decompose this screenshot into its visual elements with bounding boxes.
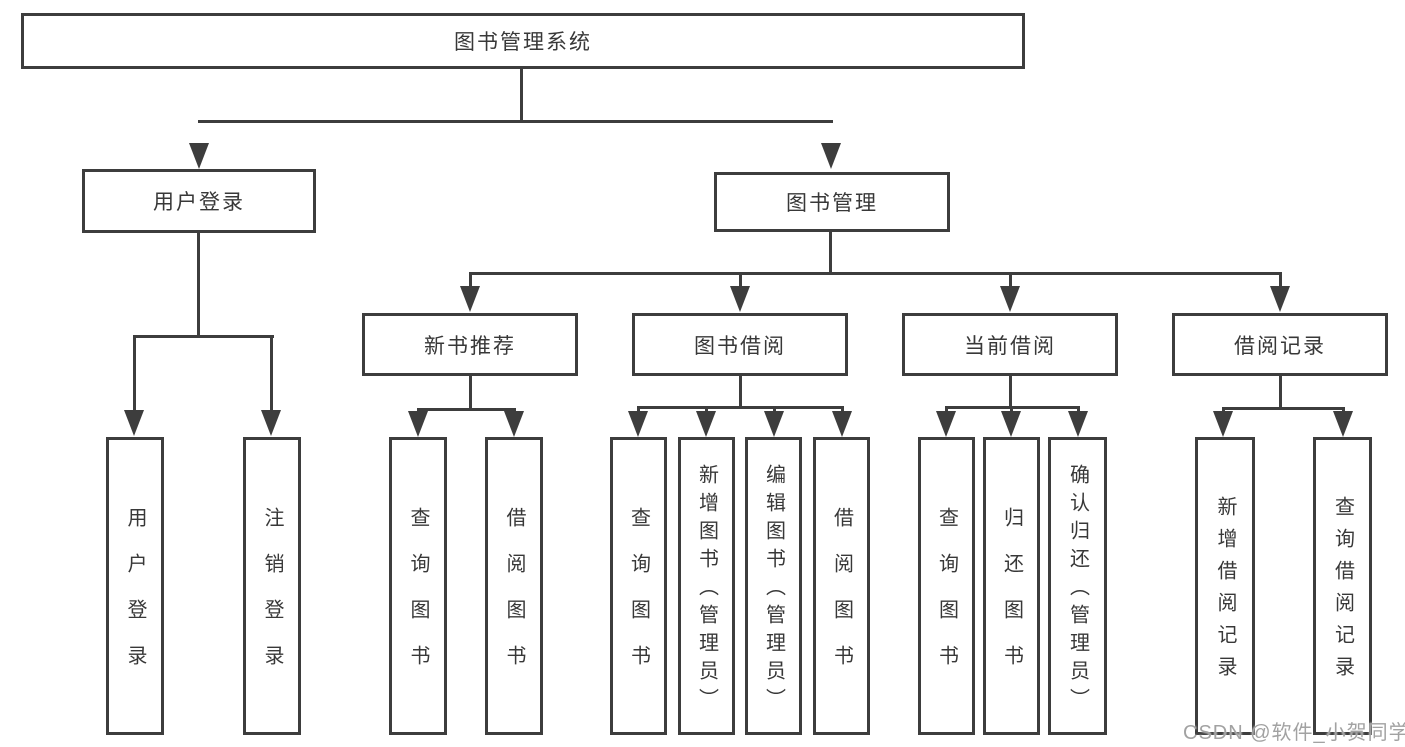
leaf-return-books: 归还图书 bbox=[983, 437, 1040, 735]
connector-hline bbox=[468, 272, 1282, 275]
arrow-down-icon bbox=[124, 410, 144, 436]
node-library-system: 图书管理系统 bbox=[21, 13, 1025, 69]
node-label: 当前借阅 bbox=[964, 334, 1056, 358]
node-label: 编辑图书（管理员） bbox=[762, 464, 785, 716]
connector-vline bbox=[1278, 272, 1282, 289]
connector-vline bbox=[1008, 376, 1012, 406]
node-new-book-recommendation: 新书推荐 bbox=[362, 313, 578, 376]
connector-vline bbox=[704, 406, 708, 412]
arrow-down-icon bbox=[504, 411, 524, 437]
arrow-down-icon bbox=[1270, 286, 1290, 312]
arrow-down-icon bbox=[628, 411, 648, 437]
arrow-down-icon bbox=[261, 410, 281, 436]
leaf-confirm-return-admin: 确认归还（管理员） bbox=[1048, 437, 1107, 735]
connector-hline bbox=[1221, 407, 1345, 410]
arrow-down-icon bbox=[1001, 411, 1021, 437]
node-label: 查询借阅记录 bbox=[1331, 496, 1354, 688]
node-label: 注销登录 bbox=[261, 507, 283, 691]
connector-vline bbox=[828, 232, 832, 272]
connector-hline bbox=[944, 406, 1080, 409]
leaf-edit-books-admin: 编辑图书（管理员） bbox=[745, 437, 802, 735]
leaf-user-login: 用户登录 bbox=[106, 437, 164, 735]
arrow-down-icon bbox=[1068, 411, 1088, 437]
node-label: 用户登录 bbox=[124, 507, 146, 691]
connector-vline bbox=[738, 376, 742, 406]
node-label: 新书推荐 bbox=[424, 334, 516, 358]
node-label: 借阅图书 bbox=[503, 507, 525, 691]
connector-vline bbox=[944, 406, 948, 412]
leaf-logout: 注销登录 bbox=[243, 437, 301, 735]
arrow-down-icon bbox=[1333, 411, 1353, 437]
connector-vline bbox=[468, 272, 472, 289]
node-label: 用户登录 bbox=[153, 191, 245, 214]
arrow-down-icon bbox=[189, 143, 209, 169]
node-label: 借阅图书 bbox=[830, 507, 853, 691]
leaf-add-borrow-record: 新增借阅记录 bbox=[1195, 437, 1255, 735]
arrow-down-icon bbox=[408, 411, 428, 437]
leaf-borrow-books: 借阅图书 bbox=[813, 437, 870, 735]
node-label: 新增图书（管理员） bbox=[695, 464, 718, 716]
arrow-down-icon bbox=[936, 411, 956, 437]
node-label: 借阅记录 bbox=[1234, 334, 1326, 358]
node-label: 图书管理系统 bbox=[454, 31, 592, 54]
csdn-watermark: CSDN @软件_小贺同学 bbox=[1183, 722, 1405, 744]
connector-vline bbox=[840, 406, 844, 412]
node-label: 查询图书 bbox=[935, 507, 958, 691]
connector-vline bbox=[519, 69, 523, 120]
leaf-query-borrow-record: 查询借阅记录 bbox=[1313, 437, 1372, 735]
leaf-add-books-admin: 新增图书（管理员） bbox=[678, 437, 735, 735]
arrow-down-icon bbox=[696, 411, 716, 437]
leaf-query-books-recommend: 查询图书 bbox=[389, 437, 447, 735]
arrow-down-icon bbox=[460, 286, 480, 312]
node-borrowing-records: 借阅记录 bbox=[1172, 313, 1388, 376]
connector-vline bbox=[269, 335, 273, 410]
connector-vline bbox=[468, 376, 472, 408]
leaf-query-books-current: 查询图书 bbox=[918, 437, 975, 735]
node-user-login: 用户登录 bbox=[82, 169, 316, 233]
node-label: 确认归还（管理员） bbox=[1066, 464, 1089, 716]
connector-hline bbox=[416, 408, 516, 411]
arrow-down-icon bbox=[1000, 286, 1020, 312]
arrow-down-icon bbox=[730, 286, 750, 312]
connector-vline bbox=[772, 406, 776, 412]
node-label: 查询图书 bbox=[627, 507, 650, 691]
connector-vline bbox=[1076, 406, 1080, 412]
node-label: 查询图书 bbox=[407, 507, 429, 691]
node-label: 图书管理 bbox=[786, 192, 878, 215]
connector-vline bbox=[1008, 272, 1012, 289]
connector-vline bbox=[636, 406, 640, 412]
connector-vline bbox=[1009, 406, 1013, 412]
node-book-borrowing: 图书借阅 bbox=[632, 313, 848, 376]
leaf-borrow-books-recommend: 借阅图书 bbox=[485, 437, 543, 735]
node-label: 图书借阅 bbox=[694, 334, 786, 358]
node-current-borrowing: 当前借阅 bbox=[902, 313, 1118, 376]
node-label: 归还图书 bbox=[1000, 507, 1023, 691]
connector-vline bbox=[132, 335, 136, 410]
connector-vline bbox=[196, 233, 200, 335]
connector-vline bbox=[738, 272, 742, 289]
arrow-down-icon bbox=[832, 411, 852, 437]
node-label: 新增借阅记录 bbox=[1214, 496, 1236, 688]
arrow-down-icon bbox=[1213, 411, 1233, 437]
connector-hline bbox=[132, 335, 274, 338]
node-book-management: 图书管理 bbox=[714, 172, 950, 232]
connector-hline bbox=[197, 120, 833, 123]
arrow-down-icon bbox=[821, 143, 841, 169]
arrow-down-icon bbox=[764, 411, 784, 437]
connector-hline bbox=[636, 406, 844, 409]
leaf-query-books-borrowing: 查询图书 bbox=[610, 437, 667, 735]
connector-vline bbox=[1278, 376, 1282, 407]
